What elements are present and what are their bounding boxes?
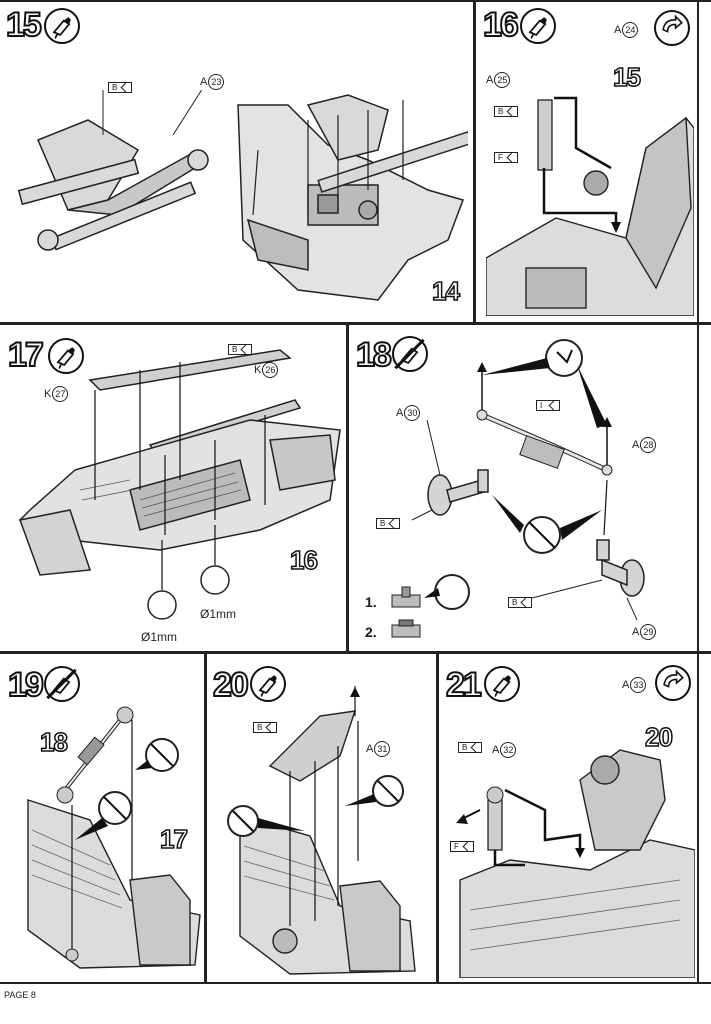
drill-size-label: Ø1mm <box>141 630 177 644</box>
ref-step-20: 20 <box>644 721 673 753</box>
divider-row2 <box>0 651 711 654</box>
step-21-illustration <box>456 749 695 978</box>
glue-tube-icon <box>44 8 80 44</box>
decal-flag-b: B <box>253 722 277 733</box>
divider-15-16 <box>473 0 476 322</box>
step-19-number: 19 <box>7 666 45 704</box>
divider-row1 <box>0 322 711 325</box>
top-border <box>0 0 711 2</box>
step-15-illustration <box>17 90 468 301</box>
decal-flag-b: B <box>108 82 132 93</box>
decal-flag-b: B <box>494 106 518 117</box>
no-glue-icon <box>392 336 428 372</box>
decal-flag-b: B <box>508 597 532 608</box>
ref-step-15: 15 <box>612 61 641 93</box>
step-20-illustration <box>227 686 416 975</box>
step-18-number: 18 <box>355 336 393 374</box>
step-16-number: 16 <box>482 6 520 44</box>
step-20-number: 20 <box>212 666 250 704</box>
step-16-illustration <box>486 96 694 316</box>
glue-tube-icon <box>484 666 520 702</box>
step-17-illustration <box>18 349 341 620</box>
glue-tube-icon <box>520 8 556 44</box>
step-19-illustration <box>27 706 201 969</box>
right-border <box>697 0 699 984</box>
ref-step-14: 14 <box>431 275 460 307</box>
decal-flag-f: F <box>494 152 518 163</box>
step-21-number: 21 <box>445 666 483 704</box>
glue-tube-icon <box>48 338 84 374</box>
ref-step-18: 18 <box>39 726 68 758</box>
decal-flag-b: B <box>376 518 400 529</box>
step-15-number: 15 <box>5 6 43 44</box>
rotate-model-icon <box>655 665 691 701</box>
step-18-illustration <box>391 339 645 638</box>
drill-size-label: Ø1mm <box>200 607 236 621</box>
divider-17-18 <box>346 322 349 654</box>
ref-step-16: 16 <box>289 544 318 576</box>
rotate-model-icon <box>654 10 690 46</box>
decal-flag-b: B <box>458 742 482 753</box>
sub-step-1-label: 1. <box>365 594 377 610</box>
sub-step-2-label: 2. <box>365 624 377 640</box>
ref-step-17: 17 <box>159 823 188 855</box>
no-glue-icon <box>44 666 80 702</box>
decal-flag-b: B <box>228 344 252 355</box>
step-17-number: 17 <box>7 336 45 374</box>
bottom-border <box>0 982 711 984</box>
page-number: PAGE 8 <box>4 990 36 1000</box>
glue-tube-icon <box>250 666 286 702</box>
decal-flag-f: F <box>450 841 474 852</box>
divider-19-20 <box>204 651 207 984</box>
decal-flag-i: I <box>536 400 560 411</box>
divider-20-21 <box>436 651 439 984</box>
